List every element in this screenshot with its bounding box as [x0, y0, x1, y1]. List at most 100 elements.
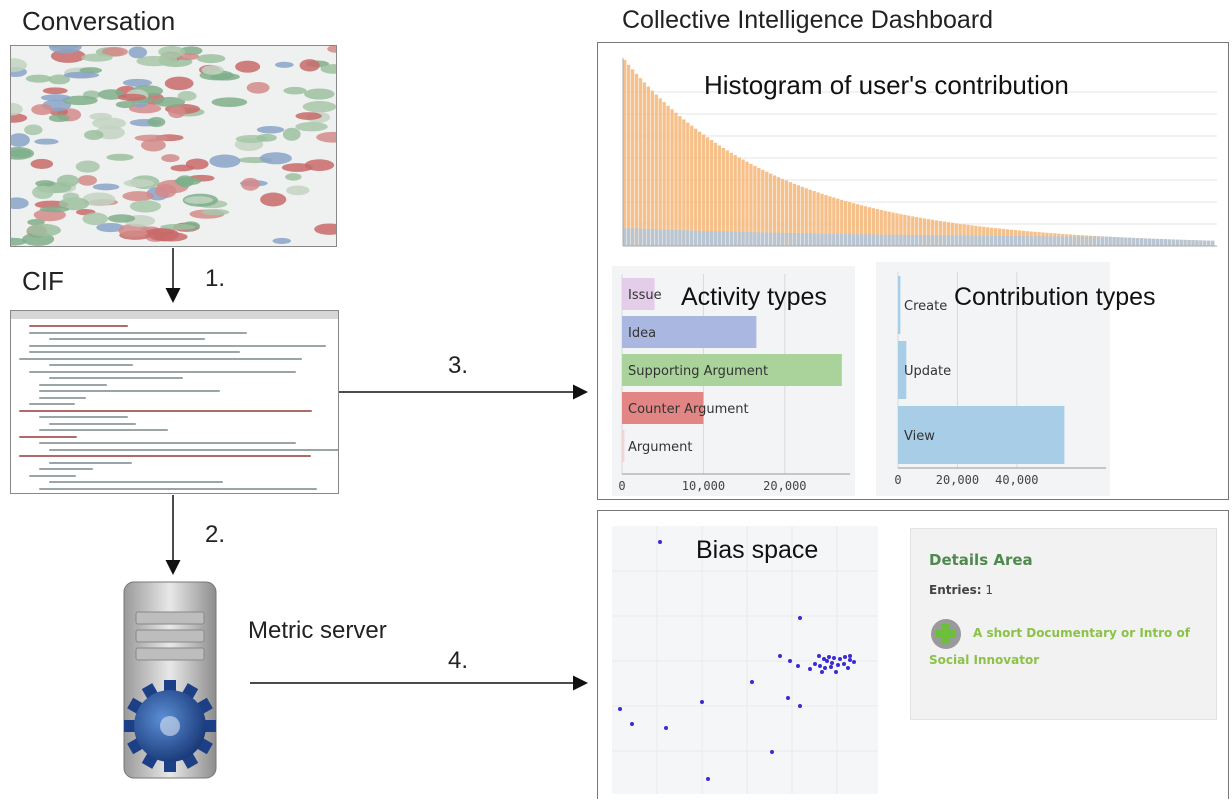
histogram-bar	[721, 147, 726, 246]
histogram-bar-base	[1120, 237, 1124, 246]
conversation-label: Conversation	[22, 6, 176, 36]
histogram-bar-base	[717, 231, 722, 246]
bias-point	[852, 660, 856, 664]
histogram-bar	[686, 122, 690, 246]
histogram-bar-base	[630, 228, 635, 246]
histogram-bar-base	[694, 230, 698, 246]
histogram-bar-base	[666, 229, 670, 246]
graph-node	[11, 113, 28, 123]
histogram-chart	[622, 58, 1217, 247]
graph-node	[34, 138, 59, 145]
bar-label: Argument	[628, 440, 693, 455]
histogram-bar-base	[765, 232, 769, 246]
histogram-bar-base	[1203, 240, 1207, 246]
histogram-bar	[772, 175, 777, 246]
histogram-bar-base	[907, 234, 911, 246]
graph-node	[106, 153, 134, 161]
graph-node	[320, 64, 336, 74]
graph-node	[161, 154, 180, 163]
histogram-bar-base	[1037, 236, 1041, 246]
bias-point	[706, 777, 710, 781]
details-area: Details Area Entries: 1 A short Document…	[910, 528, 1217, 720]
graph-node	[272, 237, 291, 244]
histogram-bar-base	[970, 235, 974, 246]
graph-node	[11, 237, 27, 246]
graph-node	[81, 53, 113, 62]
graph-node	[196, 54, 226, 64]
histogram-bar-base	[859, 234, 864, 246]
details-item-link-cont[interactable]: Social Innovator	[929, 653, 1040, 667]
histogram-bar-base	[674, 229, 678, 246]
histogram-bar	[788, 182, 793, 246]
graph-node	[286, 185, 310, 196]
histogram-bar	[879, 209, 883, 246]
histogram-bar	[926, 219, 931, 246]
histogram-bar-base	[851, 234, 856, 246]
histogram-bar-base	[1025, 236, 1029, 246]
histogram-bar	[895, 213, 899, 246]
add-icon[interactable]	[931, 619, 961, 649]
graph-node	[11, 197, 29, 210]
histogram-bar-base	[895, 234, 899, 246]
details-item-link[interactable]: A short Documentary or Intro of	[973, 626, 1190, 640]
histogram-bar-base	[792, 233, 797, 246]
code-line	[19, 435, 78, 438]
histogram-bar-base	[1155, 238, 1160, 246]
bias-point	[838, 657, 842, 661]
graph-node	[75, 160, 100, 173]
code-line	[29, 331, 247, 334]
graph-node	[154, 184, 177, 198]
histogram-bar-base	[1124, 237, 1128, 246]
bar	[622, 354, 842, 386]
histogram-bar-base	[1151, 238, 1156, 246]
histogram-bar	[733, 155, 737, 246]
histogram-bar-base	[954, 235, 958, 246]
histogram-bar	[694, 128, 698, 246]
histogram-bar-base	[1053, 236, 1057, 246]
histogram-bar-base	[962, 235, 966, 246]
histogram-bar-base	[934, 235, 939, 246]
code-line	[49, 461, 133, 464]
graph-node	[30, 158, 54, 169]
histogram-bar-base	[642, 228, 647, 246]
histogram-bar-base	[1159, 239, 1164, 246]
histogram-bar-base	[804, 233, 808, 246]
histogram-bar	[903, 214, 907, 246]
histogram-bar	[800, 186, 804, 246]
x-tick-label: 20,000	[936, 473, 979, 487]
histogram-bar-base	[993, 235, 998, 246]
bias-point	[798, 616, 802, 620]
histogram-bar-base	[950, 235, 954, 246]
histogram-bar-base	[1132, 237, 1136, 246]
server-icon	[123, 581, 217, 779]
histogram-bar	[859, 205, 864, 246]
histogram-bar	[658, 98, 662, 246]
bias-point	[786, 696, 790, 700]
histogram-bar	[745, 161, 749, 246]
histogram-bar-base	[1065, 236, 1069, 246]
histogram-bar-base	[705, 230, 710, 246]
graph-node	[241, 177, 260, 191]
histogram-bar-base	[769, 232, 773, 246]
step-3-label: 3.	[448, 352, 469, 379]
histogram-bar-base	[1061, 236, 1065, 246]
histogram-bar-base	[903, 234, 907, 246]
graph-node	[141, 138, 166, 152]
histogram-bar	[938, 220, 943, 246]
graph-node	[42, 87, 68, 95]
histogram-bar-base	[1195, 240, 1199, 246]
graph-node	[96, 222, 125, 233]
histogram-bar-base	[1199, 240, 1203, 246]
histogram-bar	[796, 185, 800, 246]
histogram-bar-base	[863, 234, 868, 246]
histogram-bar-base	[855, 234, 860, 246]
graph-node	[62, 192, 80, 202]
histogram-bar-base	[1076, 236, 1081, 246]
graph-node	[285, 173, 302, 181]
bar-label: Create	[904, 299, 947, 314]
histogram-bar-base	[1045, 236, 1049, 246]
x-tick-label: 0	[894, 473, 901, 487]
histogram-bar-base	[1207, 240, 1211, 246]
graph-node	[259, 152, 292, 165]
